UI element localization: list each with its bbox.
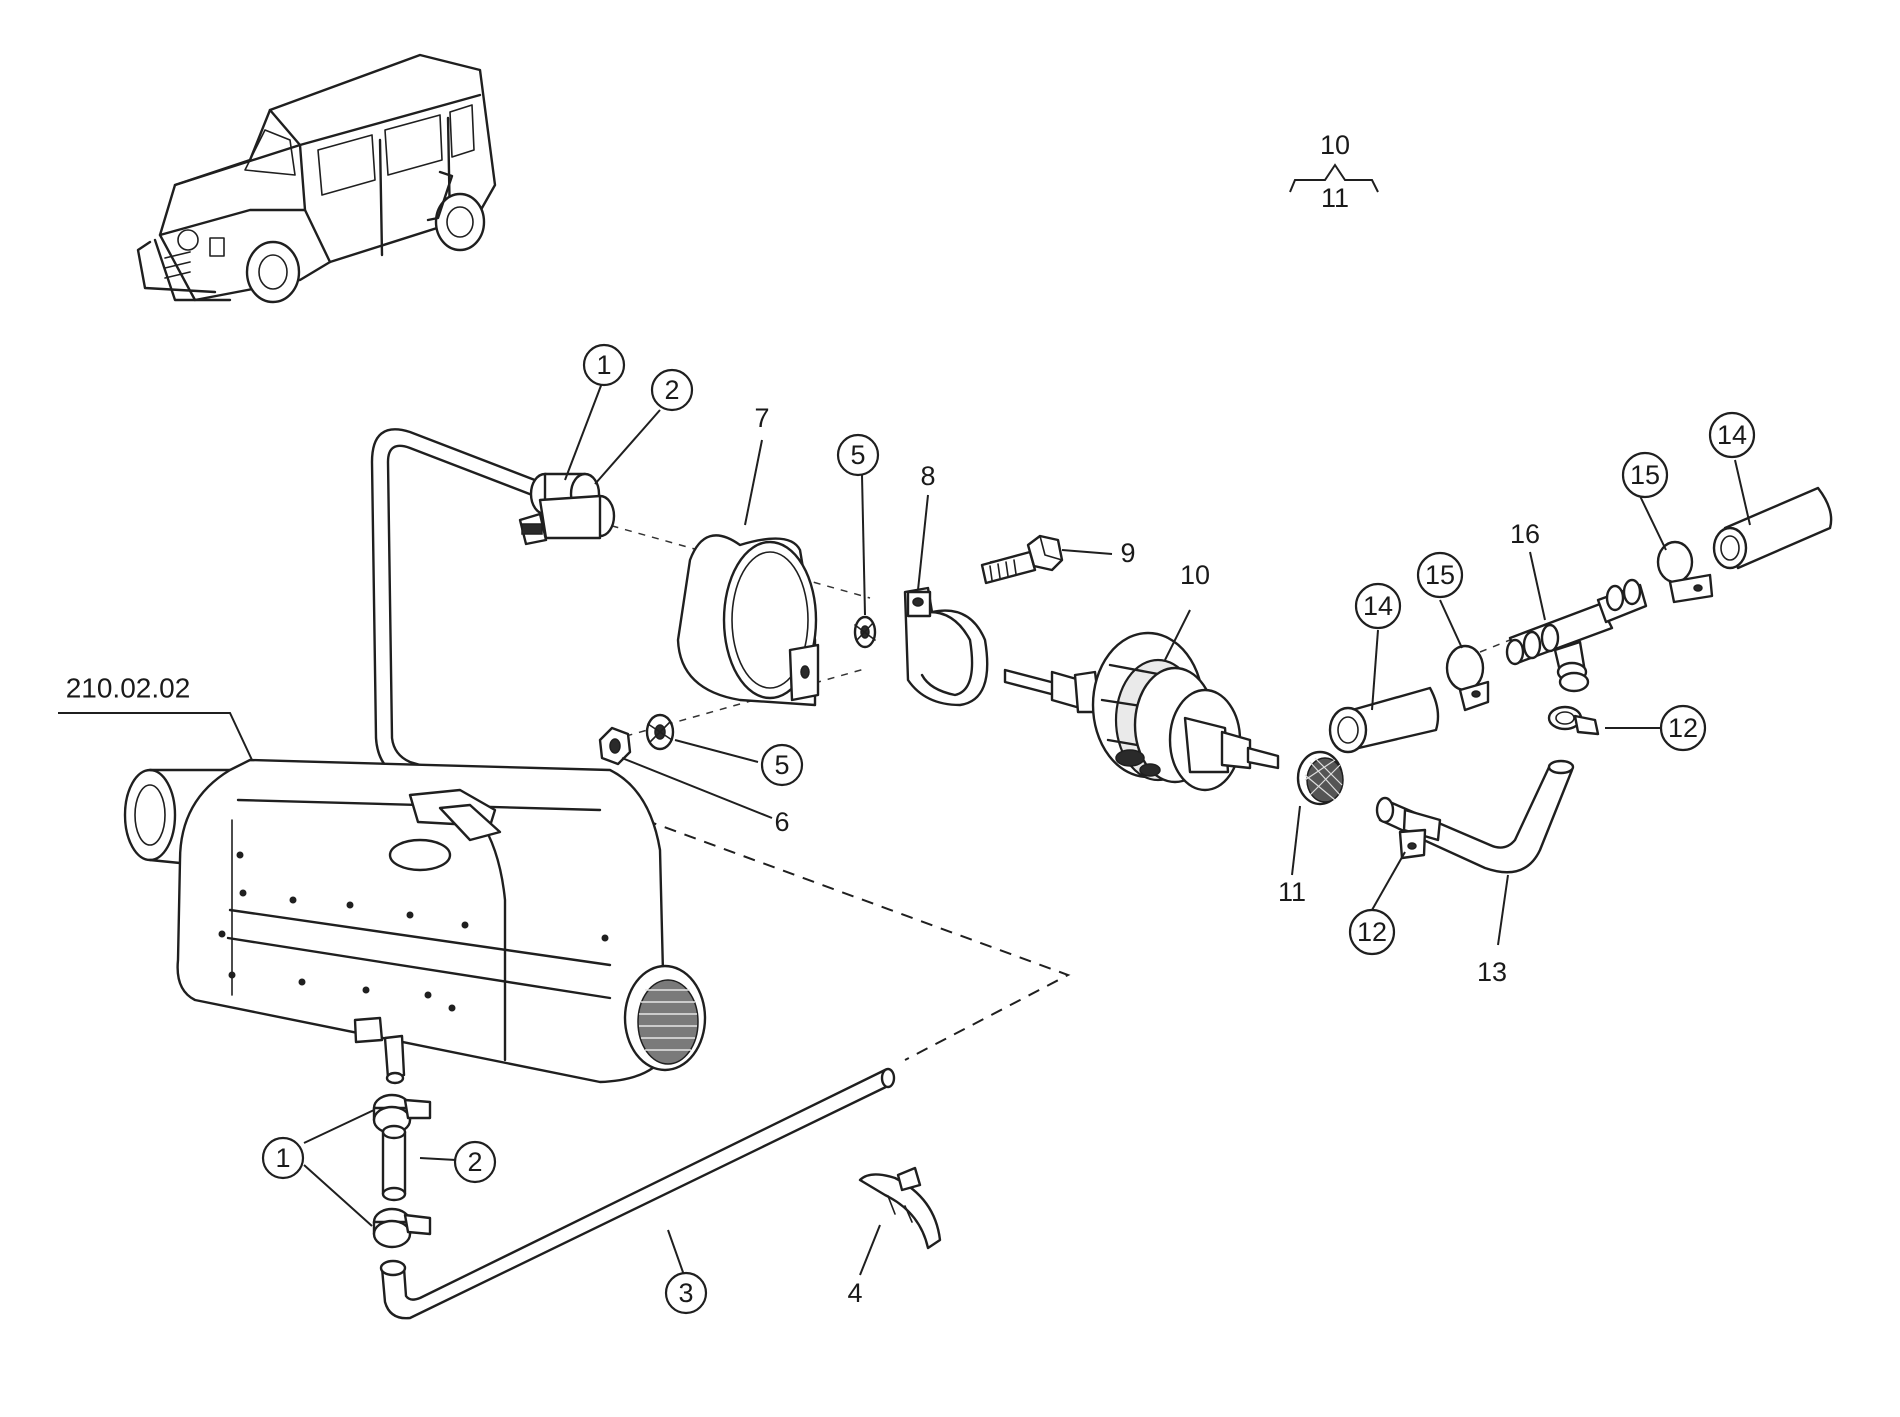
callout-14-left: 14: [1354, 582, 1402, 630]
svg-text:5: 5: [850, 440, 865, 470]
callout-12-right: 12: [1659, 704, 1707, 752]
clamp-12-left: [1398, 808, 1442, 860]
callout-11: 11: [1278, 877, 1306, 907]
ratio-note-bottom: 11: [1321, 183, 1349, 213]
svg-text:15: 15: [1425, 560, 1455, 590]
svg-text:12: 12: [1668, 713, 1698, 743]
callout-14-right: 14: [1708, 411, 1756, 459]
callout-13: 13: [1477, 957, 1507, 987]
t-piece-16: [1505, 578, 1648, 693]
fuel-pump-10: [1003, 631, 1280, 792]
hose-14-left: [1328, 686, 1440, 754]
callout-5-upper: 5: [836, 433, 880, 477]
bracket-8: [903, 586, 989, 707]
hose-14-right: [1712, 486, 1833, 570]
svg-text:3: 3: [678, 1278, 693, 1308]
ratio-note-top: 10: [1320, 130, 1350, 160]
clip-4: [858, 1166, 942, 1250]
callout-1-lower: 1: [261, 1136, 305, 1180]
reference-number: 210.02.02: [66, 673, 191, 704]
callout-12-left: 12: [1348, 908, 1396, 956]
vehicle-thumbnail: [136, 53, 497, 304]
clamp-15-right: [1656, 540, 1714, 604]
callout-1-upper: 1: [582, 343, 626, 387]
callout-4: 4: [847, 1278, 862, 1308]
heater-unit: [123, 758, 707, 1085]
callout-7: 7: [754, 403, 769, 433]
clamp-12-right: [1547, 705, 1600, 736]
callout-8: 8: [920, 461, 935, 491]
bolt-9: [980, 534, 1113, 585]
callout-3: 3: [664, 1271, 708, 1315]
lower-clamp-1-top: [372, 1093, 432, 1135]
nut-6: [598, 726, 632, 766]
callout-9: 9: [1120, 538, 1135, 568]
svg-text:2: 2: [467, 1147, 482, 1177]
washer-5-upper: [853, 615, 877, 649]
filter-screen-11: [1296, 750, 1344, 806]
callout-10: 10: [1180, 560, 1210, 590]
pipe-13: [1375, 759, 1575, 874]
svg-text:2: 2: [664, 375, 679, 405]
svg-text:12: 12: [1357, 917, 1387, 947]
clamp-15-left: [1445, 644, 1490, 712]
svg-text:5: 5: [774, 750, 789, 780]
reference-label: 210.02.02: [66, 673, 191, 704]
ratio-note: 10 11: [1289, 130, 1379, 213]
fuel-line-3: [379, 1067, 896, 1320]
callout-15-right: 15: [1621, 451, 1669, 499]
svg-text:15: 15: [1630, 460, 1660, 490]
lower-clamp-1-bottom: [372, 1207, 432, 1249]
leader-lines: [58, 382, 1751, 1293]
callout-6: 6: [774, 807, 789, 837]
lower-sleeve-2: [381, 1124, 407, 1202]
svg-text:14: 14: [1717, 420, 1747, 450]
upper-hose-clamp: [518, 472, 616, 546]
washer-5-lower: [645, 713, 675, 751]
callout-15-left: 15: [1416, 551, 1464, 599]
callout-2-upper: 2: [650, 368, 694, 412]
svg-text:1: 1: [275, 1143, 290, 1173]
callout-5-lower: 5: [760, 743, 804, 787]
callout-16: 16: [1510, 519, 1540, 549]
mounting-band-7: [676, 534, 820, 707]
callout-2-lower: 2: [453, 1140, 497, 1184]
svg-text:14: 14: [1363, 591, 1393, 621]
svg-text:1: 1: [596, 350, 611, 380]
